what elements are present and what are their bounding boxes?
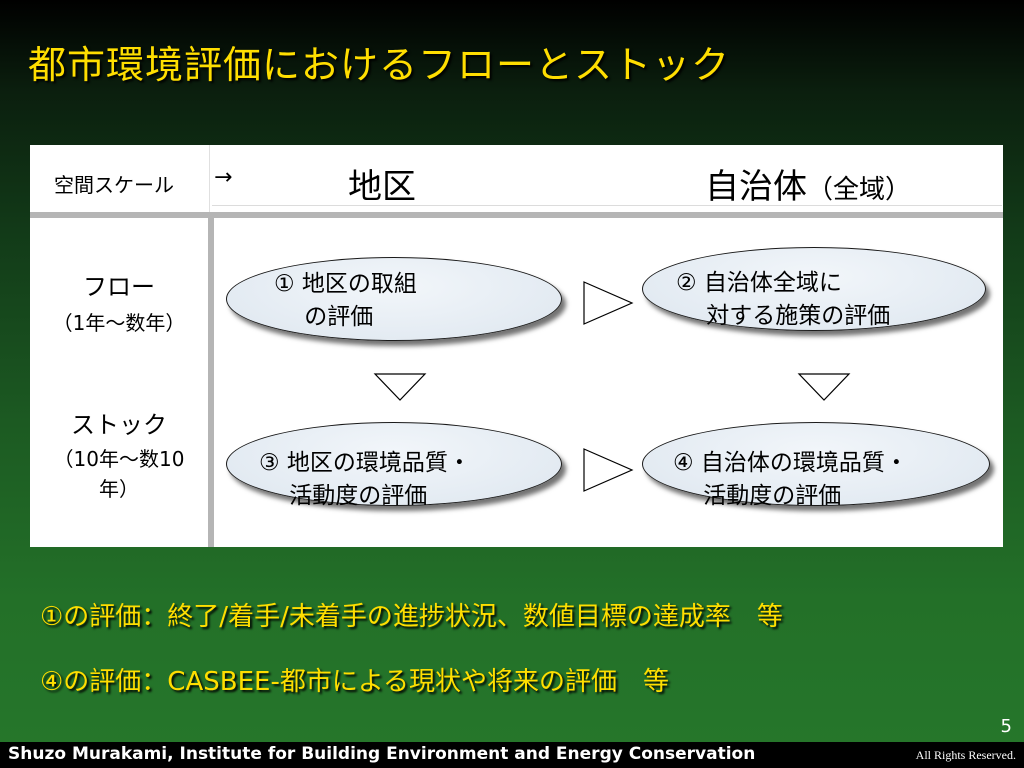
cell-text-3: ③ 地区の環境品質・ 活動度の評価 [259,447,471,513]
cell-1-line1: ① 地区の取組 [274,271,417,297]
row-subtitle-stock-line1: （10年～数10 [53,447,185,471]
cell-ellipse-4 [642,422,990,506]
note-evaluation-1: ①の評価：終了/着手/未着手の進捗状況、数値目標の達成率 等 [40,602,783,632]
header-divider [30,212,1003,218]
cell-1-line2: の評価 [274,304,374,330]
cell-text-4: ④ 自治体の環境品質・ 活動度の評価 [673,447,908,513]
note-evaluation-4: ④の評価：CASBEE-都市による現状や将来の評価 等 [40,667,670,697]
cell-2-line1: ② 自治体全域に [676,270,842,296]
header-thin-rule [212,205,1002,206]
row-title-flow: フロー [83,273,155,301]
slide-title: 都市環境評価におけるフローとストック [28,43,731,87]
municipality-label: 自治体 [705,167,807,207]
row-title-stock: ストック [71,411,167,439]
cell-text-2: ② 自治体全域に 対する施策の評価 [676,267,890,333]
district-column-header: 地区 [348,167,416,207]
row-label-stock: ストック （10年～数10 年） [30,405,208,504]
municipality-column-header: 自治体（全域） [705,159,911,208]
space-scale-label: 空間スケール [54,173,174,197]
row-label-divider [208,218,214,547]
cell-3-line1: ③ 地区の環境品質・ [259,450,471,476]
cell-4-line1: ④ 自治体の環境品質・ [673,450,908,476]
cell-ellipse-3 [226,422,562,506]
footer-rights: All Rights Reserved. [915,748,1016,762]
row-subtitle-stock-line2: 年） [99,477,139,501]
row-label-flow: フロー （1年～数年） [30,267,208,338]
page-number: 5 [1000,716,1012,737]
cell-ellipse-2 [642,247,986,331]
flow-stock-table: 空間スケール → 地区 自治体（全域） フロー （1年～数年） ストック （10… [30,145,1003,547]
cell-text-1: ① 地区の取組 の評価 [274,268,417,334]
triangle-down-icon [373,373,427,401]
row-subtitle-flow: （1年～数年） [52,311,186,335]
cell-3-line2: 活動度の評価 [259,483,428,509]
municipality-sub-label: （全域） [807,175,912,205]
cell-ellipse-1 [226,257,562,341]
header-column-divider [209,145,210,212]
cell-4-line2: 活動度の評価 [673,483,842,509]
triangle-down-icon [797,373,851,401]
cell-2-line2: 対する施策の評価 [676,303,891,329]
footer-bar: Shuzo Murakami, Institute for Building E… [0,742,1024,768]
triangle-right-icon [583,448,634,492]
triangle-right-icon [583,281,634,325]
right-arrow-icon: → [214,165,233,190]
footer-credit: Shuzo Murakami, Institute for Building E… [8,744,756,764]
